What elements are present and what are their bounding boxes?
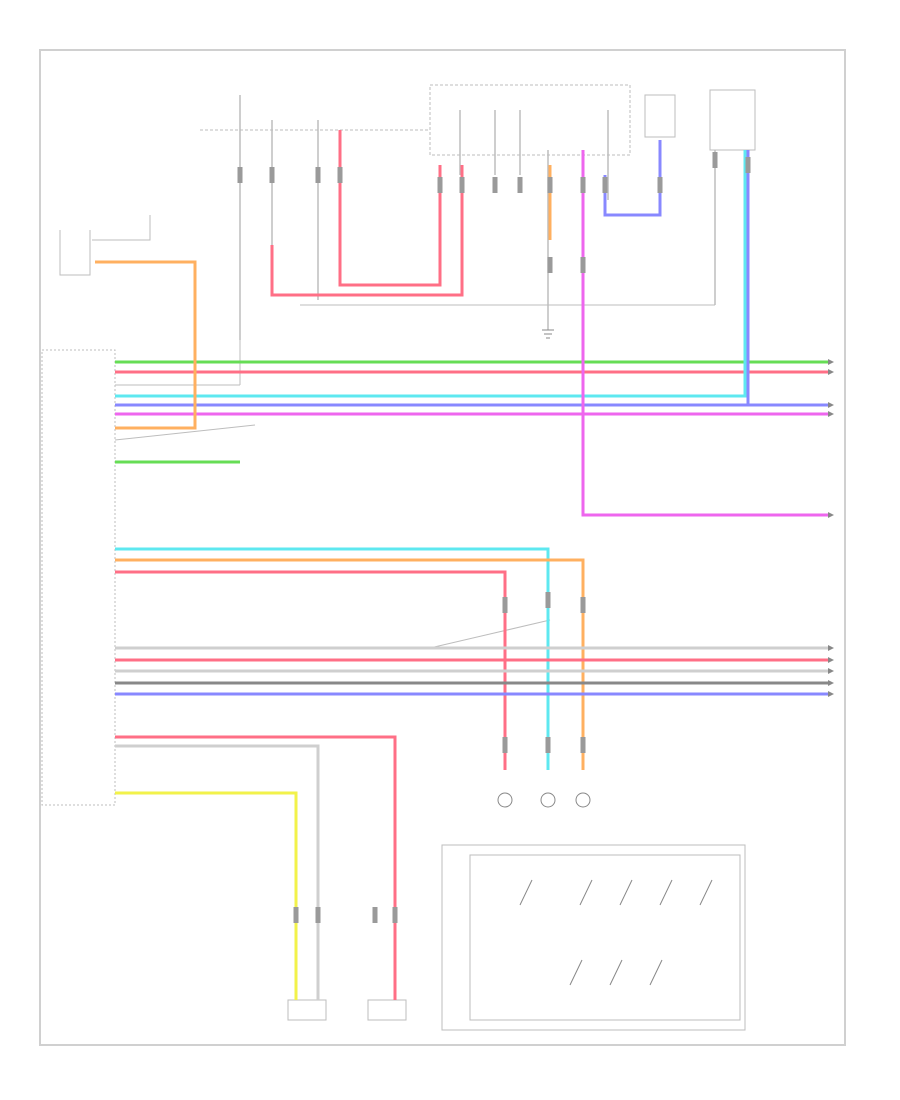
switch-icon xyxy=(649,959,663,986)
wire-cyan xyxy=(115,547,550,770)
antenna-module xyxy=(59,230,91,276)
continuation-arrow-icon xyxy=(828,645,834,651)
connector-pin xyxy=(580,597,586,613)
continuation-arrow-icon xyxy=(828,680,834,686)
connector-pin xyxy=(315,167,321,183)
connector-pin xyxy=(392,907,398,923)
continuation-arrow-icon xyxy=(828,512,834,518)
connector-pin xyxy=(269,167,275,183)
connector-pin xyxy=(315,907,321,923)
connector-pin xyxy=(547,257,553,273)
continuation-arrow-icon xyxy=(828,402,834,408)
lamp-icon xyxy=(575,792,591,808)
wire-orange xyxy=(115,558,585,770)
connector-pin xyxy=(502,597,508,613)
wire-magenta xyxy=(581,150,828,517)
fuse-box xyxy=(709,89,756,151)
wire-blue xyxy=(115,150,828,407)
connector-pin xyxy=(657,177,663,193)
wire-red xyxy=(115,735,397,1000)
wire-red xyxy=(338,130,442,287)
thin-wire xyxy=(429,619,551,649)
connector-pin xyxy=(580,257,586,273)
thin-wire xyxy=(114,424,256,441)
wire-blue xyxy=(603,140,662,217)
wire-gray xyxy=(115,744,320,1000)
connector-pin xyxy=(545,737,551,753)
diagram-border xyxy=(39,49,846,1046)
ground-wire xyxy=(92,215,151,241)
wire-red xyxy=(270,165,464,297)
connector-pin xyxy=(502,737,508,753)
switch-icon xyxy=(569,959,583,986)
switch-icon xyxy=(619,879,633,906)
connector-pin xyxy=(517,177,523,193)
junction-block-box xyxy=(429,84,631,156)
connector-pin xyxy=(602,177,608,193)
switch-assembly-box xyxy=(441,844,746,1031)
switch-icon xyxy=(659,879,673,906)
connector-pin xyxy=(492,177,498,193)
wire-orange xyxy=(95,260,197,430)
lamp-icon xyxy=(497,792,513,808)
switch-icon xyxy=(519,879,533,906)
wire-yellow xyxy=(115,791,298,1000)
left-speaker-connector xyxy=(287,999,327,1021)
sensor-box xyxy=(644,94,676,138)
ground-icon xyxy=(542,329,554,339)
wire-red xyxy=(115,570,507,770)
connector-pin xyxy=(545,592,551,608)
connector-pin xyxy=(459,177,465,193)
wire-cyan xyxy=(115,150,747,398)
continuation-arrow-icon xyxy=(828,411,834,417)
lamp-icon xyxy=(540,792,556,808)
connector-pin xyxy=(293,907,299,923)
connector-pin xyxy=(580,737,586,753)
connector-pin xyxy=(745,157,751,173)
continuation-arrow-icon xyxy=(828,668,834,674)
control-module-box xyxy=(41,349,116,806)
continuation-arrow-icon xyxy=(828,369,834,375)
switch-icon xyxy=(579,879,593,906)
switch-icon xyxy=(699,879,713,906)
switch-assembly-inner-box xyxy=(469,854,741,1021)
continuation-arrow-icon xyxy=(828,657,834,663)
continuation-arrow-icon xyxy=(828,691,834,697)
connector-pin xyxy=(372,907,378,923)
connector-pin xyxy=(437,177,443,193)
connector-pin xyxy=(580,177,586,193)
connector-pin xyxy=(547,177,553,193)
connector-pin xyxy=(712,152,718,168)
connector-pin xyxy=(237,167,243,183)
connector-pin xyxy=(337,167,343,183)
switch-icon xyxy=(609,959,623,986)
right-speaker-connector xyxy=(367,999,407,1021)
continuation-arrow-icon xyxy=(828,359,834,365)
